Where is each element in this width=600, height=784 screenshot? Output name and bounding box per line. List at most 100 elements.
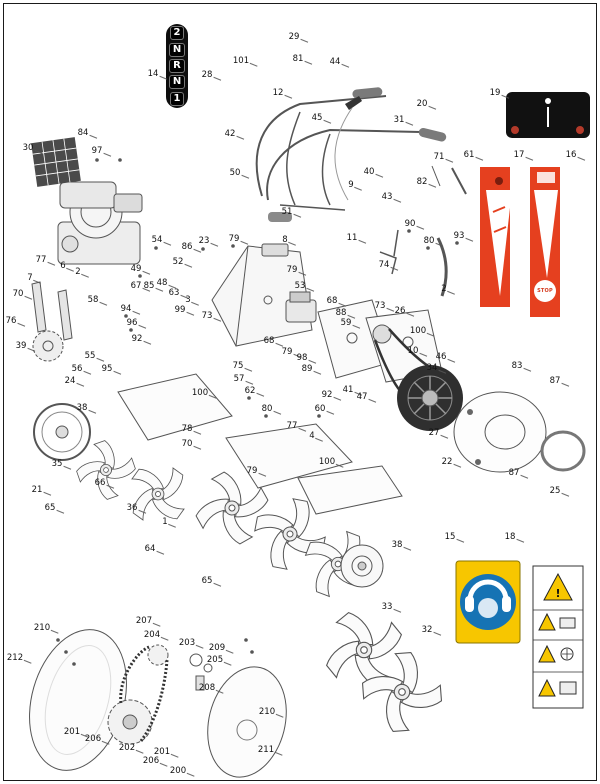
part-label-62: 62 [244,385,256,396]
part-label-18: 18 [504,531,516,542]
part-label-87: 87 [508,467,520,478]
gear-letter: R [169,58,185,73]
part-label-33: 33 [381,601,393,612]
part-label-66: 66 [94,477,106,488]
part-label-80: 80 [261,403,273,414]
part-label-30: 30 [22,142,34,153]
part-label-67: 67 [130,280,142,291]
part-label-73: 73 [201,310,213,321]
part-label-80: 80 [423,235,435,246]
part-label-11: 11 [346,232,358,243]
part-label-96: 96 [126,317,138,328]
part-label-45: 45 [311,112,323,123]
stop-label-text: STOP [537,288,553,294]
gear-letter: N [168,75,186,90]
part-label-54: 54 [151,234,163,245]
tine-illustration [71,435,454,744]
part-label-29: 29 [288,31,300,42]
part-label-14: 14 [147,68,159,79]
part-label-85: 85 [143,280,155,291]
part-label-93: 93 [453,230,465,241]
part-label-44: 44 [329,56,341,67]
orange-safety-labels [480,167,560,317]
part-label-92: 92 [131,333,143,344]
part-label-38: 38 [391,539,403,550]
part-label-7: 7 [27,272,33,283]
part-label-79: 79 [286,264,298,275]
engine-illustration [57,181,143,265]
part-label-36: 36 [126,502,138,513]
part-label-65: 65 [44,502,56,513]
part-label-63: 63 [168,287,180,298]
part-label-200: 200 [169,765,187,776]
part-label-26: 26 [394,305,406,316]
gear-letter: N [168,42,186,57]
part-label-2: 2 [441,283,447,294]
part-label-92: 92 [321,389,333,400]
part-label-68: 68 [326,295,338,306]
part-label-208: 208 [198,682,216,693]
part-label-12: 12 [272,87,284,98]
part-label-203: 203 [178,637,196,648]
part-label-202: 202 [118,742,136,753]
part-label-204: 204 [143,629,161,640]
gear-letter: 1 [169,91,185,106]
part-label-61: 61 [463,149,475,160]
part-label-65: 65 [201,575,213,586]
part-label-101: 101 [232,55,250,66]
part-label-76: 76 [5,315,17,326]
part-label-3: 3 [185,294,191,305]
part-label-100: 100 [409,325,427,336]
part-label-98: 98 [296,352,308,363]
part-label-73: 73 [374,300,386,311]
part-label-86: 86 [181,241,193,252]
part-label-90: 90 [404,218,416,229]
part-label-32: 32 [421,624,433,635]
part-label-68: 68 [263,335,275,346]
part-label-43: 43 [381,191,393,202]
part-label-201: 201 [63,726,81,737]
warning-exclamation: ! [555,587,560,600]
part-label-35: 35 [51,458,63,469]
part-label-79: 79 [228,233,240,244]
part-label-75: 75 [232,360,244,371]
part-label-205: 205 [206,654,224,665]
part-label-31: 31 [393,114,405,125]
part-label-78: 78 [181,423,193,434]
part-label-15: 15 [444,531,456,542]
part-label-94: 94 [120,303,132,314]
part-label-64: 64 [144,543,156,554]
part-label-10: 10 [407,345,419,356]
part-label-20: 20 [416,98,428,109]
gear-letter: 2 [169,26,185,41]
part-label-87: 87 [549,375,561,386]
part-label-19: 19 [489,87,501,98]
part-label-57: 57 [233,373,245,384]
part-label-99: 99 [174,304,186,315]
part-label-1: 1 [162,516,168,527]
grille-illustration [31,137,81,187]
part-label-95: 95 [101,363,113,374]
part-label-23: 23 [198,235,210,246]
part-label-42: 42 [224,128,236,139]
cover-illustration [453,391,586,473]
part-label-100: 100 [318,456,336,467]
part-label-56: 56 [71,363,83,374]
part-label-46: 46 [435,351,447,362]
part-label-212: 212 [6,652,24,663]
chain-drive-illustration [29,629,287,778]
part-label-49: 49 [130,263,142,274]
part-label-40: 40 [363,166,375,177]
warning-label-illustration: ! [532,565,584,709]
part-label-38: 38 [76,402,88,413]
part-label-16: 16 [565,149,577,160]
part-label-27: 27 [428,427,440,438]
ear-protection-label [455,560,521,644]
part-label-83: 83 [511,360,523,371]
page-border [3,3,597,781]
part-label-48: 48 [156,277,168,288]
part-label-50: 50 [229,167,241,178]
